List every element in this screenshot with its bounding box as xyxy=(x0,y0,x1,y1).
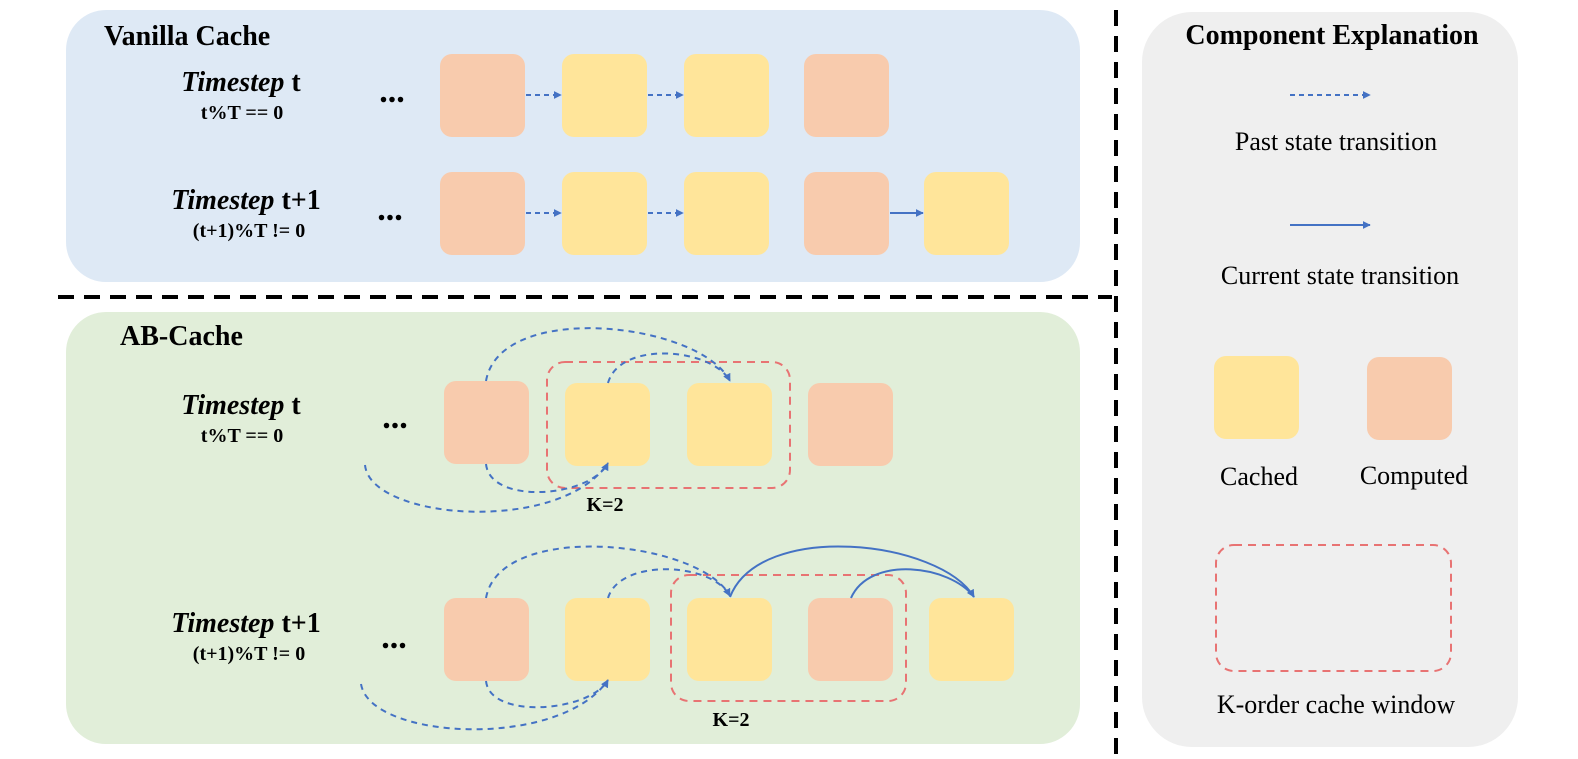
vanilla-row1-block-computed xyxy=(440,54,525,137)
ab-row2-past-arrow xyxy=(485,545,731,599)
vanilla-row1-block-cached xyxy=(562,54,647,137)
vanilla-row2-block-computed xyxy=(804,172,889,255)
ab-row2-ellipsis: ... xyxy=(381,619,407,656)
ab-row2-window-label: K=2 xyxy=(713,709,750,731)
ab-row1-past-arrow xyxy=(607,352,731,384)
legend-window-swatch xyxy=(1215,544,1452,672)
legend-title: Component Explanation xyxy=(1185,20,1479,51)
ab-row1-condition: t%T == 0 xyxy=(201,425,283,447)
ab-row2-past-arrow xyxy=(360,679,609,731)
legend-past-label: Past state transition xyxy=(1235,127,1437,156)
ab-row1-past-arrow xyxy=(364,462,609,513)
ab-row2-block-computed xyxy=(444,598,529,681)
vanilla-row1-condition: t%T == 0 xyxy=(201,102,283,124)
ab-row2-timestep: Timestep t+1 xyxy=(171,608,320,639)
ab-row2-current-arrow xyxy=(850,568,975,599)
vanilla-row1-block-computed xyxy=(804,54,889,137)
vanilla-row2-ellipsis: ... xyxy=(377,191,403,228)
ab-row1-ellipsis: ... xyxy=(382,399,408,436)
vanilla-row1-timestep: Timestep t xyxy=(181,67,301,98)
vanilla-row2-condition: (t+1)%T != 0 xyxy=(193,220,305,242)
legend-computed-label: Computed xyxy=(1360,461,1468,490)
vanilla-row2-timestep: Timestep t+1 xyxy=(171,185,320,216)
ab-row1-timestep: Timestep t xyxy=(181,390,301,421)
ab-row2-past-arrow xyxy=(485,679,609,709)
legend-cached-swatch xyxy=(1214,356,1299,439)
vanilla-title: Vanilla Cache xyxy=(104,21,270,52)
legend-current-label: Current state transition xyxy=(1221,261,1459,290)
vanilla-row2-block-cached xyxy=(924,172,1009,255)
legend-computed-swatch xyxy=(1367,357,1452,440)
legend-panel xyxy=(1142,12,1518,747)
ab-row1-block-cached xyxy=(687,383,772,466)
vanilla-row1-block-cached xyxy=(684,54,769,137)
ab-row1-past-arrow xyxy=(485,462,609,493)
ab-row1-block-computed xyxy=(444,381,529,464)
ab-row2-block-cached xyxy=(687,598,772,681)
vanilla-row1-ellipsis: ... xyxy=(379,73,405,110)
ab-row2-current-arrow xyxy=(729,545,975,598)
ab-row2-past-arrow xyxy=(607,568,731,599)
ab-row2-cache-window xyxy=(670,574,907,702)
vanilla-row2-block-cached xyxy=(684,172,769,255)
ab-row2-block-computed xyxy=(808,598,893,681)
ab-row1-cache-window xyxy=(546,361,791,489)
ab-row2-block-cached xyxy=(929,598,1014,681)
vanilla-row2-block-computed xyxy=(440,172,525,255)
ab-row2-block-cached xyxy=(565,598,650,681)
ab-row1-block-cached xyxy=(565,383,650,466)
ab-row2-condition: (t+1)%T != 0 xyxy=(193,643,305,665)
ab-row1-window-label: K=2 xyxy=(587,494,624,516)
vanilla-row2-block-cached xyxy=(562,172,647,255)
legend-window-label: K-order cache window xyxy=(1217,690,1455,719)
ab-row1-block-computed xyxy=(808,383,893,466)
ab-title: AB-Cache xyxy=(120,321,243,352)
legend-cached-label: Cached xyxy=(1220,462,1298,491)
